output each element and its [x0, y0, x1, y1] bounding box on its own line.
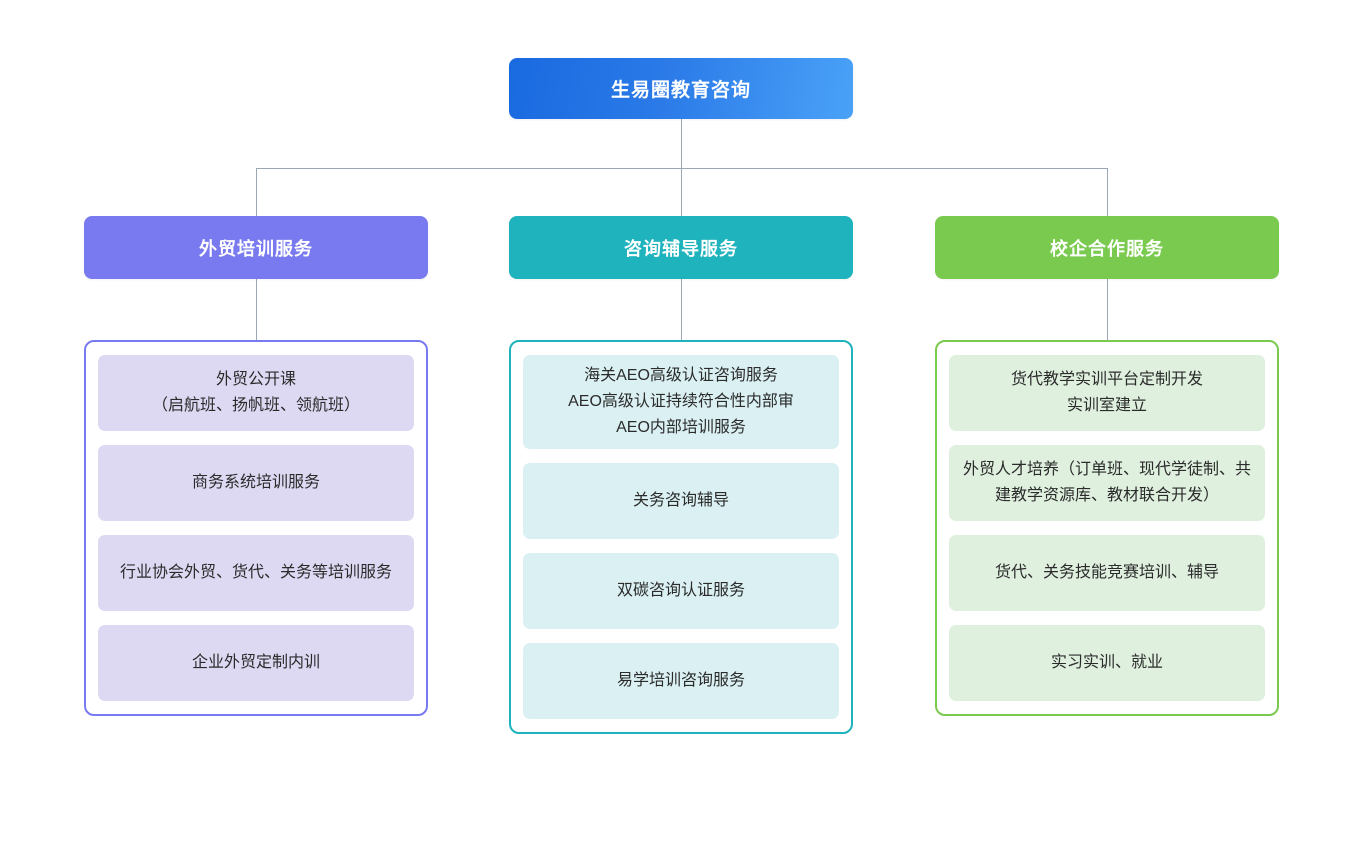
- leaf-item[interactable]: 企业外贸定制内训: [98, 625, 414, 701]
- branch-items-container-training: 外贸公开课 （启航班、扬帆班、领航班） 商务系统培训服务 行业协会外贸、货代、关…: [84, 340, 428, 716]
- connector-root-stem: [681, 119, 682, 168]
- leaf-item[interactable]: 关务咨询辅导: [523, 463, 839, 539]
- branch-header-training[interactable]: 外贸培训服务: [84, 216, 428, 279]
- leaf-item[interactable]: 外贸人才培养（订单班、现代学徒制、共建教学资源库、教材联合开发）: [949, 445, 1265, 521]
- leaf-item[interactable]: 行业协会外贸、货代、关务等培训服务: [98, 535, 414, 611]
- leaf-item[interactable]: 外贸公开课 （启航班、扬帆班、领航班）: [98, 355, 414, 431]
- branch-header-label: 咨询辅导服务: [624, 238, 738, 259]
- branch-column-consulting: 咨询辅导服务 海关AEO高级认证咨询服务 AEO高级认证持续符合性内部审 AEO…: [509, 216, 853, 734]
- leaf-item[interactable]: 货代、关务技能竞赛培训、辅导: [949, 535, 1265, 611]
- branch-header-school-enterprise[interactable]: 校企合作服务: [935, 216, 1279, 279]
- connector-stem-branch-2: [681, 279, 682, 340]
- branch-header-label: 校企合作服务: [1050, 238, 1164, 259]
- leaf-item[interactable]: 双碳咨询认证服务: [523, 553, 839, 629]
- root-node-label: 生易圈教育咨询: [610, 80, 751, 101]
- connector-drop-branch-3: [1107, 168, 1108, 216]
- leaf-item[interactable]: 商务系统培训服务: [98, 445, 414, 521]
- root-node[interactable]: 生易圈教育咨询: [509, 58, 853, 119]
- branch-column-school-enterprise: 校企合作服务 货代教学实训平台定制开发 实训室建立 外贸人才培养（订单班、现代学…: [935, 216, 1279, 716]
- connector-stem-branch-3: [1107, 279, 1108, 340]
- branch-items-container-school-enterprise: 货代教学实训平台定制开发 实训室建立 外贸人才培养（订单班、现代学徒制、共建教学…: [935, 340, 1279, 716]
- connector-drop-branch-1: [256, 168, 257, 216]
- connector-stem-branch-1: [256, 279, 257, 340]
- branch-header-consulting[interactable]: 咨询辅导服务: [509, 216, 853, 279]
- branch-column-training: 外贸培训服务 外贸公开课 （启航班、扬帆班、领航班） 商务系统培训服务 行业协会…: [84, 216, 428, 716]
- connector-drop-branch-2: [681, 168, 682, 216]
- leaf-item[interactable]: 易学培训咨询服务: [523, 643, 839, 719]
- leaf-item[interactable]: 货代教学实训平台定制开发 实训室建立: [949, 355, 1265, 431]
- branch-items-container-consulting: 海关AEO高级认证咨询服务 AEO高级认证持续符合性内部审 AEO内部培训服务 …: [509, 340, 853, 734]
- leaf-item[interactable]: 实习实训、就业: [949, 625, 1265, 701]
- branch-header-label: 外贸培训服务: [199, 238, 313, 259]
- leaf-item[interactable]: 海关AEO高级认证咨询服务 AEO高级认证持续符合性内部审 AEO内部培训服务: [523, 355, 839, 449]
